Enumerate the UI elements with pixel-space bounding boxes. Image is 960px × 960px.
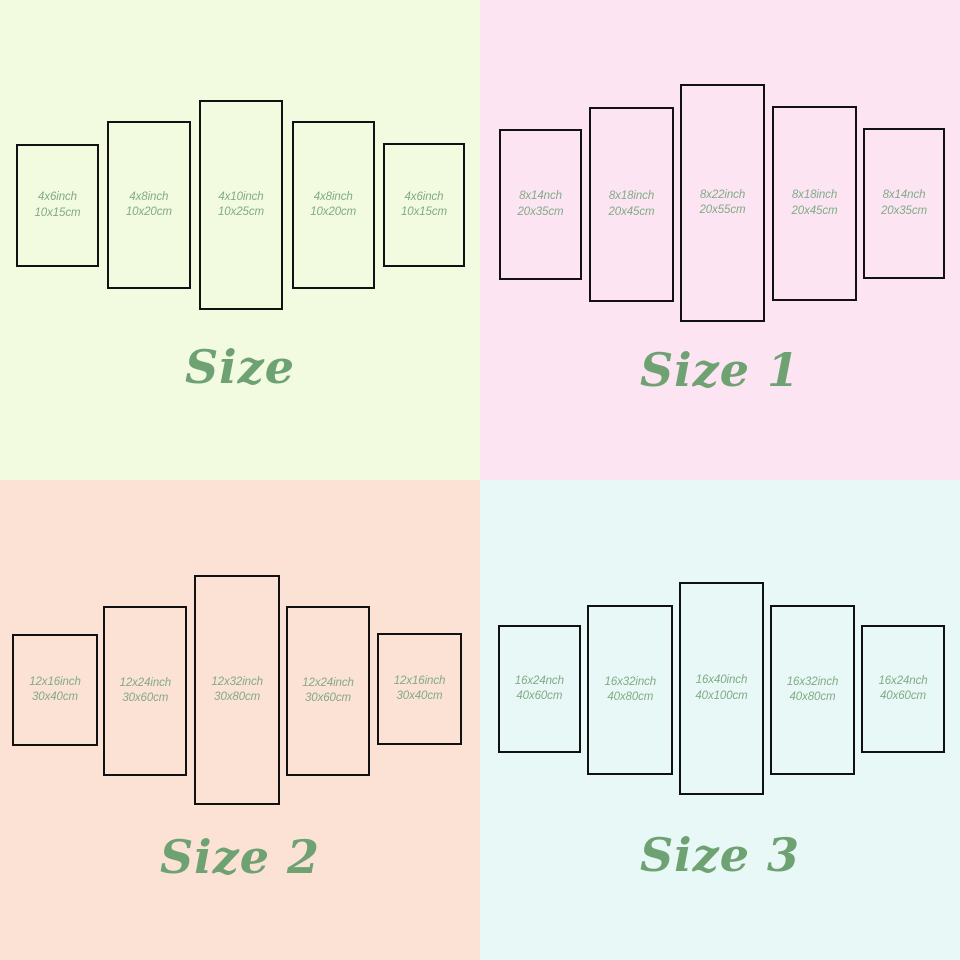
canvas-panel[interactable]: 12x24inch 30x60cm	[103, 606, 188, 776]
panel-size-inch: 4x10inch	[218, 190, 264, 203]
panel-size-cm: 10x15cm	[34, 206, 81, 219]
quadrant-size-1: 8x14nch 20x35cm 8x18inch 20x45cm 8x22inch 20x…	[480, 0, 960, 480]
panel-size-cm: 20x45cm	[608, 205, 655, 218]
panel-size-label: 12x32inch 30x80cm	[211, 675, 263, 705]
canvas-panel[interactable]: 12x24inch 30x60cm	[286, 606, 370, 776]
canvas-panel[interactable]: 12x16inch 30x40cm	[377, 633, 462, 745]
panel-size-label: 4x6inch 10x15cm	[35, 190, 81, 220]
panel-size-cm: 30x40cm	[396, 690, 443, 702]
canvas-panel[interactable]: 4x8inch 10x20cm	[107, 121, 191, 289]
panel-size-inch: 8x14nch	[519, 190, 562, 203]
canvas-panel[interactable]: 8x14nch 20x35cm	[499, 129, 582, 280]
panel-size-label: 16x40inch 40x100cm	[695, 673, 747, 703]
panel-size-label: 4x6inch 10x15cm	[401, 190, 447, 220]
canvas-panel[interactable]: 8x18inch 20x45cm	[772, 106, 857, 301]
quadrant-heading-size-1: Size 1	[639, 343, 801, 397]
canvas-panel[interactable]: 16x40inch 40x100cm	[679, 582, 764, 795]
panel-size-inch: 12x16inch	[29, 675, 81, 688]
panel-size-inch: 12x24inch	[302, 676, 354, 689]
panel-size-inch: 12x16inch	[393, 674, 446, 687]
panel-size-cm: 10x20cm	[125, 205, 172, 218]
panel-size-inch: 8x14nch	[882, 189, 926, 202]
quadrant-size-2: 12x16inch 30x40cm 12x24inch 30x60cm 12x32inc…	[0, 480, 480, 960]
quadrant-heading-size-2: Size 2	[159, 830, 321, 884]
canvas-panel[interactable]: 4x8inch 10x20cm	[291, 121, 375, 289]
canvas-panel[interactable]: 4x6inch 10x15cm	[15, 144, 100, 267]
panel-size-label: 8x14nch 20x35cm	[881, 188, 927, 218]
panel-size-label: 16x24nch 40x60cm	[878, 674, 927, 704]
panel-size-inch: 4x8inch	[313, 190, 353, 203]
panel-group-size-1: 8x14nch 20x35cm 8x18inch 20x45cm 8x22inch 20x…	[480, 0, 960, 480]
panel-size-cm: 30x40cm	[32, 691, 78, 703]
panel-group-size: 4x6inch 10x15cm 4x8inch 10x20cm 4x10inch 10x2…	[0, 0, 480, 480]
panel-size-cm: 20x35cm	[517, 205, 564, 218]
panel-size-label: 16x32inch 40x80cm	[787, 675, 839, 705]
panel-size-inch: 16x32inch	[604, 675, 657, 688]
panel-size-label: 12x24inch 30x60cm	[302, 676, 354, 706]
panel-size-inch: 8x18inch	[791, 189, 838, 202]
quadrant-heading-size-3: Size 3	[639, 828, 801, 882]
panel-size-cm: 40x80cm	[789, 690, 836, 703]
panel-size-label: 12x16inch 30x40cm	[394, 674, 446, 704]
canvas-panel[interactable]: 4x10inch 10x25cm	[199, 100, 283, 310]
panel-size-label: 8x18inch 20x45cm	[792, 188, 838, 218]
panel-size-inch: 8x22inch	[699, 188, 746, 201]
panel-size-label: 12x16inch 30x40cm	[29, 675, 81, 705]
panel-size-cm: 40x60cm	[516, 690, 563, 703]
panel-size-inch: 16x32inch	[786, 675, 839, 688]
panel-size-inch: 8x18inch	[608, 190, 655, 203]
panel-size-label: 4x8inch 10x20cm	[310, 190, 356, 220]
panel-size-cm: 20x35cm	[881, 204, 927, 217]
panel-size-inch: 16x24nch	[878, 675, 928, 688]
canvas-panel[interactable]: 16x32inch 40x80cm	[587, 604, 674, 775]
canvas-panel[interactable]: 16x32inch 40x80cm	[770, 604, 855, 775]
panel-size-cm: 10x15cm	[401, 205, 447, 218]
canvas-panel[interactable]: 12x16inch 30x40cm	[12, 634, 98, 746]
panel-size-cm: 30x80cm	[214, 691, 261, 704]
panel-size-label: 16x32inch 40x80cm	[605, 675, 657, 705]
quadrant-size-3: 16x24nch 40x60cm 16x32inch 40x80cm 16x40inch…	[480, 480, 960, 960]
panel-size-inch: 16x24nch	[514, 675, 564, 688]
canvas-panel[interactable]: 16x24nch 40x60cm	[497, 625, 581, 754]
panel-size-inch: 4x6inch	[404, 190, 444, 203]
panel-size-cm: 20x45cm	[791, 204, 838, 217]
panel-size-inch: 4x8inch	[129, 190, 169, 203]
canvas-panel[interactable]: 8x18inch 20x45cm	[589, 107, 674, 302]
panel-size-label: 16x24nch 40x60cm	[515, 674, 564, 704]
canvas-panel[interactable]: 16x24nch 40x60cm	[861, 625, 945, 754]
panel-size-label: 4x10inch 10x25cm	[218, 190, 264, 220]
panel-group-size-3: 16x24nch 40x60cm 16x32inch 40x80cm 16x40inch…	[480, 480, 960, 960]
canvas-panel[interactable]: 12x32inch 30x80cm	[194, 575, 280, 806]
panel-size-cm: 40x60cm	[880, 690, 926, 703]
panel-size-label: 8x18inch 20x45cm	[609, 189, 655, 219]
panel-size-cm: 40x100cm	[695, 689, 748, 702]
panel-size-label: 8x14nch 20x35cm	[518, 189, 564, 219]
panel-size-cm: 10x20cm	[310, 205, 357, 218]
panel-size-cm: 40x80cm	[607, 690, 654, 703]
panel-group-size-2: 12x16inch 30x40cm 12x24inch 30x60cm 12x32inc…	[0, 480, 480, 960]
panel-size-cm: 30x60cm	[305, 692, 351, 704]
canvas-panel[interactable]: 8x22inch 20x55cm	[680, 84, 765, 322]
panel-size-inch: 12x32inch	[211, 676, 263, 689]
panel-size-inch: 12x24inch	[119, 676, 172, 689]
panel-size-cm: 30x60cm	[122, 692, 169, 704]
quadrant-size: 4x6inch 10x15cm 4x8inch 10x20cm 4x10inch 10x2…	[0, 0, 480, 480]
canvas-panel[interactable]: 8x14nch 20x35cm	[863, 128, 945, 279]
panel-size-label: 12x24inch 30x60cm	[120, 676, 172, 706]
panel-size-cm: 10x25cm	[218, 206, 264, 218]
panel-size-cm: 20x55cm	[699, 204, 746, 216]
panel-size-label: 8x22inch 20x55cm	[700, 188, 746, 218]
panel-size-inch: 16x40inch	[695, 674, 748, 687]
panel-size-label: 4x8inch 10x20cm	[126, 190, 172, 220]
quadrant-heading-size: Size	[184, 340, 296, 394]
canvas-panel[interactable]: 4x6inch 10x15cm	[383, 143, 465, 267]
panel-size-inch: 4x6inch	[38, 191, 77, 204]
